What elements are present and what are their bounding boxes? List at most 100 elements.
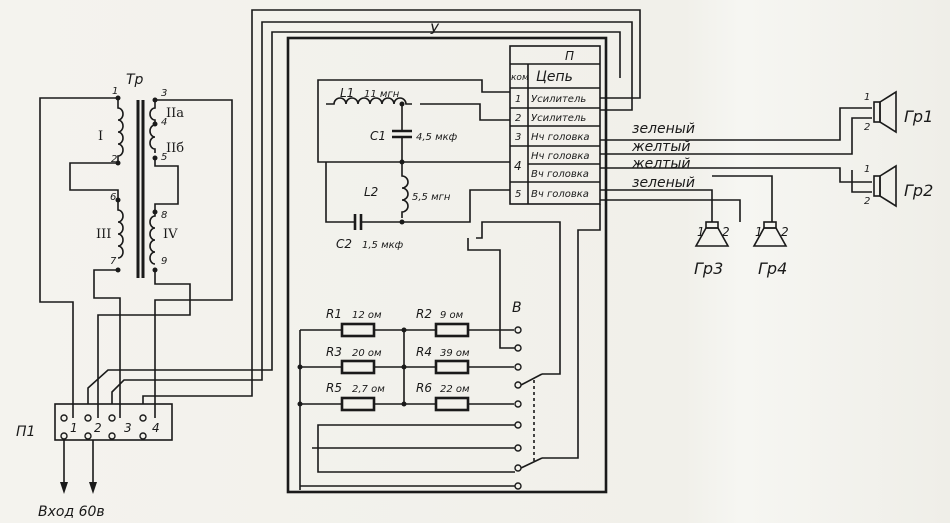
connector-label: П1 xyxy=(16,424,35,440)
pin-label: 6 xyxy=(110,192,116,203)
speaker-gr3-magnet xyxy=(705,221,719,229)
transformer-label: Тр xyxy=(126,72,144,88)
speaker-pin: 1 xyxy=(864,164,870,175)
pin-label: 1 xyxy=(112,86,118,97)
winding-II xyxy=(149,100,156,153)
winding-label: IV xyxy=(163,227,178,242)
wire xyxy=(111,21,633,404)
pin-label: 3 xyxy=(161,88,167,99)
resistor-value: 39 ом xyxy=(440,348,470,359)
panel-row-num: 2 xyxy=(515,113,521,124)
wire xyxy=(325,162,354,223)
speaker-label: Гр3 xyxy=(694,259,723,278)
connector-p1: П1 1 2 3 4 Вход 60в xyxy=(16,9,641,520)
C1-name: C1 xyxy=(370,129,386,143)
speaker-pin: 1 xyxy=(755,225,763,239)
panel-row-circuit: Нч головка xyxy=(531,132,590,143)
terminal-panel: П ком Цепь 1 Усилитель 2 Усилитель 3 Нч … xyxy=(509,45,601,205)
L1-name: L1 xyxy=(340,86,354,100)
wire xyxy=(600,199,741,222)
speaker-pin: 2 xyxy=(864,196,870,207)
junction xyxy=(401,401,407,407)
connector-pin-label: 4 xyxy=(152,421,160,435)
input-arrow xyxy=(89,482,97,494)
winding-label: I xyxy=(98,129,103,144)
winding-IV xyxy=(149,210,156,265)
crossover-filter: L1 11 мгн C1 4,5 мкф L2 5,5 мгн C2 1,5 м… xyxy=(317,79,510,251)
speaker-outputs: зеленый желтый желтый зеленый Гр1 Гр2 Гр… xyxy=(600,90,933,278)
panel-row-num: 3 xyxy=(515,132,521,143)
panel-row-circuit: Нч головка xyxy=(531,151,590,162)
speaker-gr4-magnet xyxy=(763,221,777,229)
junction xyxy=(297,364,303,370)
resistor-name: R5 xyxy=(326,381,342,395)
pin-label: 7 xyxy=(110,256,117,267)
speaker-gr2-icon xyxy=(879,164,897,208)
winding-I xyxy=(117,98,124,161)
panel-row-num: 1 xyxy=(515,94,521,105)
wire-green xyxy=(600,189,713,222)
speaker-gr3-icon xyxy=(694,227,730,247)
resistor-R3 xyxy=(340,359,376,375)
connector-pin-label: 3 xyxy=(124,421,132,435)
wire xyxy=(93,269,121,418)
wire-label: желтый xyxy=(631,139,690,155)
speaker-gr1-magnet xyxy=(873,101,881,123)
panel-row-circuit: Усилитель xyxy=(531,94,586,105)
L2-coil xyxy=(401,170,409,218)
panel-label: П xyxy=(565,49,574,63)
connector-pin-label: 1 xyxy=(70,421,78,435)
switch-wiper xyxy=(520,373,543,386)
switch-contact xyxy=(514,482,522,490)
wire xyxy=(420,103,510,121)
L1-value: 11 мгн xyxy=(364,89,400,100)
wire-green xyxy=(600,107,872,141)
wire xyxy=(542,204,601,459)
pin-label: 5 xyxy=(161,152,167,163)
wire xyxy=(87,31,621,404)
switch-contact xyxy=(514,464,522,472)
amplifier-box: У xyxy=(286,22,608,494)
panel-row-circuit: Усилитель xyxy=(531,113,586,124)
panel-head-num: ком xyxy=(511,73,529,83)
resistor-R2 xyxy=(434,322,470,338)
resistor-value: 2,7 ом xyxy=(352,384,385,395)
connector-pin xyxy=(139,414,147,422)
junction xyxy=(297,401,303,407)
panel-row-circuit: Вч головка xyxy=(531,189,589,200)
speaker-gr4-icon xyxy=(752,227,788,247)
pin-label: 9 xyxy=(161,256,167,267)
wire xyxy=(39,97,118,418)
speaker-label: Гр4 xyxy=(758,259,787,278)
panel-row-num: 5 xyxy=(515,189,521,200)
connector-pin xyxy=(139,432,147,440)
L2-name: L2 xyxy=(364,185,378,199)
resistor-name: R1 xyxy=(326,307,342,321)
resistor-R5 xyxy=(340,396,376,412)
connector-pin xyxy=(60,414,68,422)
speaker-pin: 1 xyxy=(697,225,705,239)
wire-yellow xyxy=(600,167,872,183)
switch-contact xyxy=(514,421,522,429)
switch-label: В xyxy=(512,300,522,316)
switch-contact xyxy=(514,363,522,371)
speaker-pin: 2 xyxy=(781,225,789,239)
C1-value: 4,5 мкф xyxy=(416,132,458,143)
input-label: Вход 60в xyxy=(38,504,105,520)
resistor-name: R4 xyxy=(416,345,432,359)
speaker-pin: 2 xyxy=(864,122,870,133)
input-arrow xyxy=(60,482,68,494)
resistor-R1 xyxy=(340,322,376,338)
switch-contact xyxy=(514,326,522,334)
wire xyxy=(851,170,872,193)
resistor-name: R6 xyxy=(416,381,432,395)
wire xyxy=(402,189,510,223)
winding-label: III xyxy=(96,227,111,242)
switch-v: В xyxy=(300,204,601,490)
junction xyxy=(401,364,407,370)
wire xyxy=(712,175,773,222)
switch-contact xyxy=(514,344,522,352)
transformer-wiring xyxy=(39,97,233,418)
wire xyxy=(154,99,233,418)
